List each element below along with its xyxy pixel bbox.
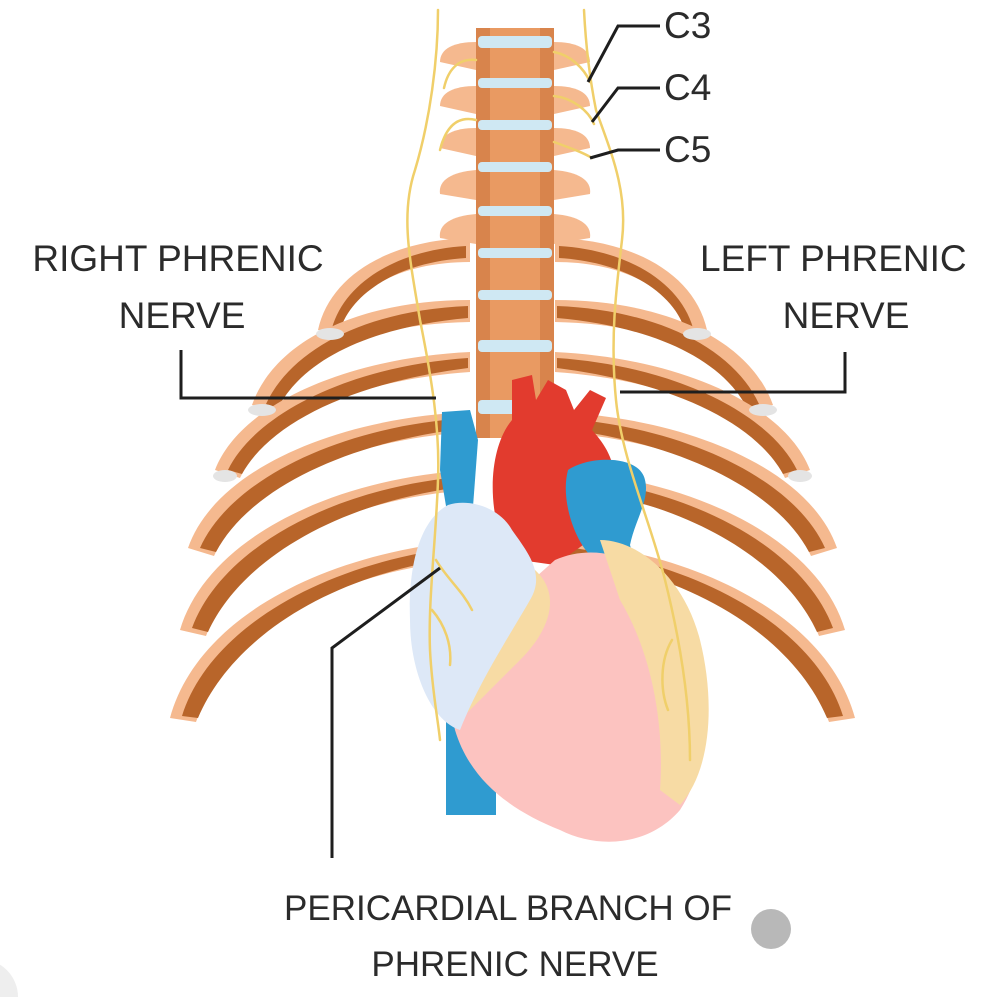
rib-left-1 — [318, 238, 470, 332]
label-right-phrenic-line1: RIGHT PHRENIC — [32, 238, 323, 279]
label-pericardial-line1: PERICARDIAL BRANCH OF — [284, 889, 732, 928]
heart — [409, 375, 709, 842]
label-left-phrenic-line2: NERVE — [783, 295, 910, 336]
rib-left-5 — [180, 470, 470, 636]
left-phrenic-leader — [620, 352, 847, 394]
pericardial-branch — [430, 608, 452, 667]
right-cervical-root — [442, 58, 478, 90]
label-c5: C5 — [664, 129, 711, 170]
spine-shade-right — [540, 28, 554, 438]
pericardial-branch — [434, 558, 474, 612]
costal-cartilage — [683, 328, 711, 340]
right-phrenic-nerve — [406, 8, 442, 742]
rib-right-1 — [555, 238, 707, 332]
costal-cartilage — [316, 328, 344, 340]
spine-shade-left — [476, 28, 490, 438]
label-c3: C3 — [664, 5, 711, 46]
epicardial-fat — [600, 540, 709, 805]
pericardial-branch — [661, 638, 674, 712]
label-pericardial-line2: PHRENIC NERVE — [371, 945, 658, 984]
right-phrenic-leader — [179, 350, 436, 400]
pericardial-leader — [330, 566, 441, 858]
right-atrium — [409, 502, 537, 730]
leader-lines — [179, 24, 847, 858]
label-left-phrenic-line1: LEFT PHRENIC — [700, 238, 967, 279]
vertebral-column — [439, 28, 591, 438]
c4-leader — [590, 86, 660, 123]
label-right-phrenic-line2: NERVE — [119, 295, 246, 336]
right-cervical-root — [438, 117, 478, 152]
costal-cartilage — [248, 404, 276, 416]
label-c4: C4 — [664, 67, 711, 108]
c3-leader — [586, 24, 660, 83]
rib-right-2 — [555, 300, 773, 410]
superior-vena-cava — [440, 410, 478, 530]
decorative-dot — [751, 909, 791, 949]
costal-cartilage — [788, 470, 812, 482]
decorative-corner-circle — [0, 964, 18, 997]
costal-cartilage — [749, 404, 777, 416]
costal-cartilage — [213, 470, 237, 482]
c5-root — [552, 140, 594, 160]
left-phrenic-nerve — [582, 8, 692, 762]
c5-leader — [589, 148, 660, 160]
